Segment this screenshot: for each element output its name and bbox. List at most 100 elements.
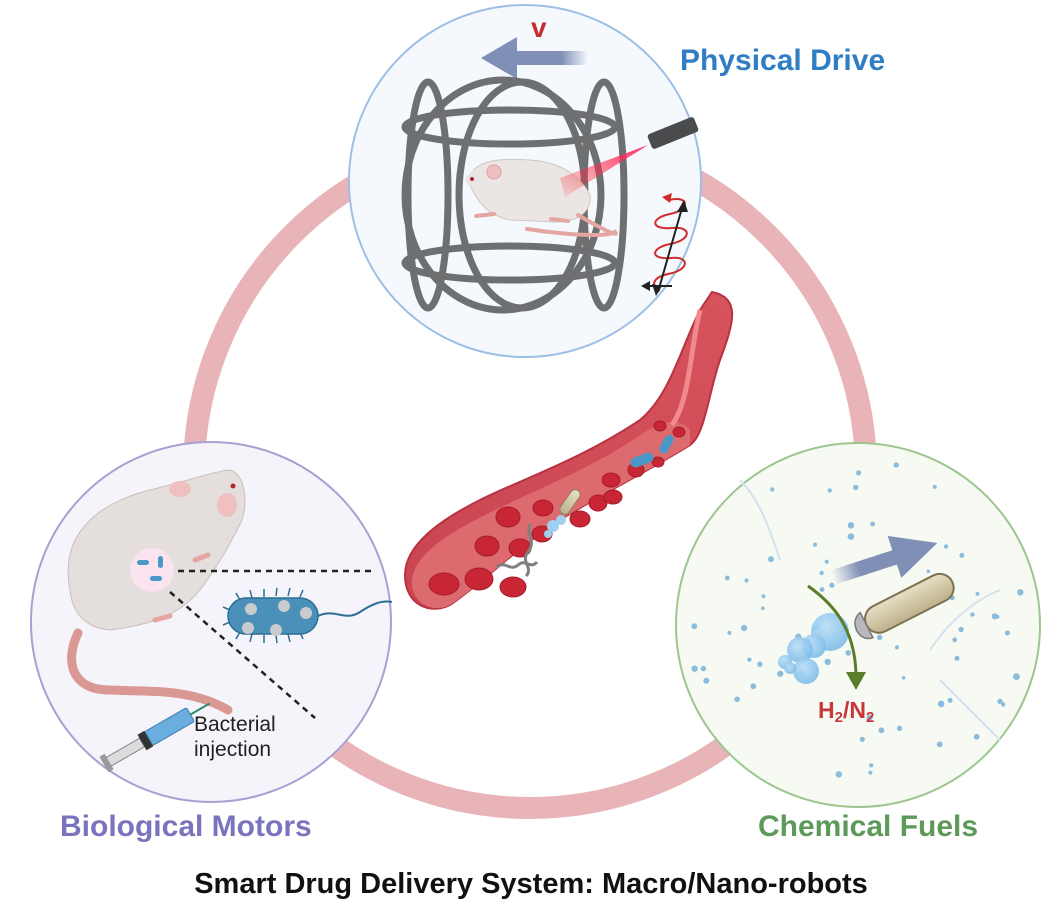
fuel-particle xyxy=(724,575,730,581)
fuel-particle xyxy=(827,488,832,493)
fuel-particle xyxy=(691,665,698,672)
gas-n: /N xyxy=(842,697,866,723)
fuel-particle xyxy=(1017,589,1024,596)
capsule-robot-in-vessel-icon xyxy=(544,489,581,538)
red-blood-cell-icon xyxy=(495,506,521,528)
fuel-particle xyxy=(812,542,818,547)
fuel-particle xyxy=(937,700,945,708)
red-blood-cell-icon xyxy=(588,494,608,512)
fuel-particle xyxy=(943,544,949,549)
fuel-particle xyxy=(893,462,899,468)
fuel-particle xyxy=(691,623,698,630)
fuel-particle xyxy=(847,522,855,529)
fuel-particle xyxy=(856,470,862,476)
red-blood-cell-icon xyxy=(569,510,591,528)
fuel-particle xyxy=(947,697,953,703)
helical-robot-in-vessel-icon xyxy=(523,523,533,578)
red-blood-cell-icon xyxy=(428,572,460,596)
fuel-particle xyxy=(727,630,732,635)
red-blood-cells xyxy=(428,420,686,598)
biological-motors-label: Biological Motors xyxy=(60,810,312,843)
velocity-arrow-icon xyxy=(481,37,588,79)
fuel-particle xyxy=(954,655,960,661)
fuel-particle xyxy=(866,714,873,722)
fuel-particle xyxy=(868,770,873,775)
bacterium-in-vessel-icon xyxy=(659,434,674,454)
fuel-particle xyxy=(824,559,829,564)
fuel-particle xyxy=(970,612,975,617)
gas-formula-label: H2/N2 xyxy=(818,697,874,726)
fuel-particle xyxy=(819,570,824,576)
fuel-particle xyxy=(894,645,900,650)
laser-icon xyxy=(560,117,699,197)
fuel-particle xyxy=(829,582,835,588)
figure-title: Smart Drug Delivery System: Macro/Nano-r… xyxy=(194,868,868,900)
fuel-particle xyxy=(761,606,765,611)
fuel-particle xyxy=(847,533,855,540)
fuel-particle xyxy=(958,626,964,633)
fuel-particle xyxy=(819,587,825,592)
fuel-particle xyxy=(734,696,740,703)
capsule-robot-icon xyxy=(854,572,955,640)
red-blood-cell-icon xyxy=(601,472,621,488)
fuel-particle xyxy=(1013,673,1020,680)
rat-icon xyxy=(67,469,246,715)
fuel-particle xyxy=(997,698,1003,705)
bacterial-injection-label: Bacterial injection xyxy=(194,712,276,762)
fuel-particle xyxy=(824,658,831,666)
fuel-particle xyxy=(859,736,865,743)
fuel-particle xyxy=(877,634,883,640)
fuel-particle xyxy=(870,521,875,527)
red-blood-cell-icon xyxy=(532,499,554,517)
fuel-particle xyxy=(975,592,980,596)
mouse-icon xyxy=(465,158,618,237)
fuel-particle xyxy=(936,741,943,748)
fuel-particle xyxy=(932,484,937,489)
red-blood-cell-icon xyxy=(499,576,527,598)
fuel-particle xyxy=(952,637,958,643)
fuel-particle xyxy=(1001,702,1006,707)
blood-vessel-icon xyxy=(403,290,734,610)
red-blood-cell-icon xyxy=(603,489,623,505)
gas-h: H xyxy=(818,697,835,723)
velocity-label: v xyxy=(531,12,547,43)
gas-sub-2: 2 xyxy=(865,709,875,726)
fuel-particle xyxy=(853,484,859,491)
fuel-particle xyxy=(896,725,903,731)
gas-emission-arrow-icon xyxy=(807,584,866,690)
physical-drive-label: Physical Drive xyxy=(680,44,886,77)
syringe-icon xyxy=(99,702,211,773)
bacteria-zoom-circle xyxy=(130,548,174,592)
fuel-particle xyxy=(761,594,766,599)
direction-arrow-icon xyxy=(830,535,938,585)
biological-motors-panel xyxy=(30,441,393,803)
fuel-particle xyxy=(777,670,784,677)
bacterium-in-vessel-icon xyxy=(630,452,654,468)
fuel-particle xyxy=(973,733,980,740)
helical-robot-in-vessel-icon xyxy=(496,560,539,569)
fuel-particle xyxy=(700,665,707,672)
fuel-particle xyxy=(835,771,842,778)
fuel-particle xyxy=(703,677,710,684)
fuel-particle xyxy=(959,552,965,558)
red-blood-cell-icon xyxy=(651,456,665,468)
bacterial-injection-line1: Bacterial xyxy=(194,713,276,736)
fuel-particle xyxy=(768,556,774,563)
bacterial-injection-line2: injection xyxy=(194,738,272,761)
fuel-particle xyxy=(1004,630,1010,636)
red-blood-cell-icon xyxy=(474,535,500,557)
fuel-particle xyxy=(744,578,749,583)
fuel-particle xyxy=(869,763,874,768)
red-blood-cell-icon xyxy=(672,426,686,438)
red-blood-cell-icon xyxy=(464,567,494,591)
fuel-particle xyxy=(750,683,757,690)
chemical-fuels-panel xyxy=(675,442,1041,808)
fuel-particle xyxy=(901,676,906,680)
bubbles-icon xyxy=(778,613,849,684)
fuel-particle xyxy=(995,614,1000,619)
red-blood-cell-icon xyxy=(653,420,667,432)
chemical-fuels-label: Chemical Fuels xyxy=(758,810,979,843)
fuel-particle xyxy=(757,661,763,667)
physical-drive-panel xyxy=(348,4,702,358)
